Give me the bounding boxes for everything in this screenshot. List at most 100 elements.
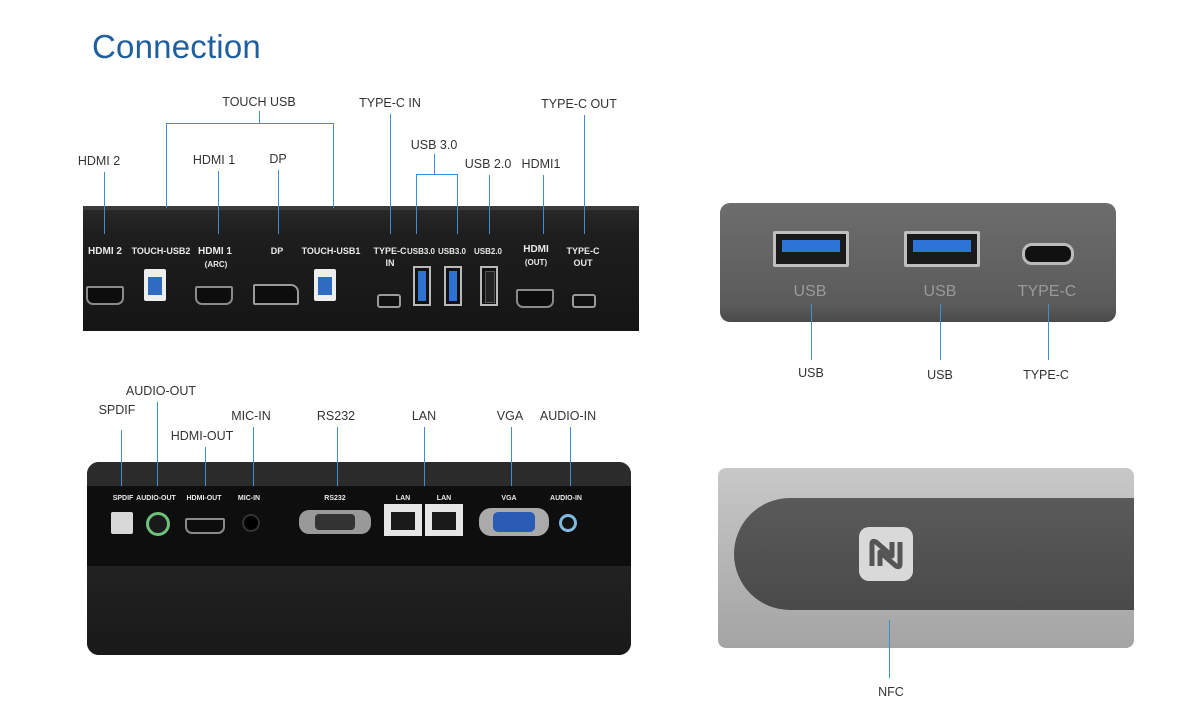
dp-port	[253, 284, 299, 305]
callout-hdmi2: HDMI 2	[77, 154, 121, 168]
callout-rs232: RS232	[316, 409, 356, 423]
front-usb-port-1	[773, 231, 849, 267]
printed-usb20: USB2.0	[473, 247, 503, 256]
printed-type-c: TYPE-C	[1017, 283, 1077, 300]
nfc-pad	[734, 498, 1134, 610]
page-title: Connection	[92, 28, 261, 65]
callout-type-c-in: TYPE-C IN	[359, 96, 421, 110]
printed-type-c-in-2: IN	[385, 258, 395, 268]
callout-front-typec: TYPE-C	[1023, 368, 1069, 382]
leader-mic-in	[253, 427, 254, 486]
printed-type-c-in-1: TYPE-C	[373, 246, 407, 256]
printed-usb-1: USB	[793, 283, 827, 300]
leader-nfc	[889, 620, 890, 678]
printed-lan1: LAN	[395, 495, 411, 502]
hdmi1-port	[195, 286, 233, 305]
callout-mic-in: MIC-IN	[231, 409, 271, 423]
callout-usb20: USB 2.0	[464, 157, 512, 171]
callout-vga: VGA	[496, 409, 524, 423]
printed-lan2: LAN	[436, 495, 452, 502]
leader-front-usb-2	[940, 304, 941, 360]
touch-usb2-port	[144, 269, 166, 301]
hdmi-out-port	[516, 289, 554, 308]
leader-usb20	[489, 175, 490, 234]
leader-usb30-right	[457, 174, 458, 234]
printed-spdif: SPDIF	[112, 495, 134, 502]
strip-top-bar	[87, 462, 631, 486]
callout-front-usb-2: USB	[927, 368, 953, 382]
printed-arc: (ARC)	[204, 260, 228, 269]
hdmi2-port	[86, 286, 124, 305]
leader-type-c-out	[584, 115, 585, 234]
leader-hdmi-out	[205, 447, 206, 486]
usb20-port	[480, 266, 498, 306]
type-c-out-port	[572, 294, 596, 308]
type-c-in-port	[377, 294, 401, 308]
printed-hdmi1: HDMI 1	[198, 246, 232, 257]
nfc-panel-photo	[718, 468, 1134, 648]
callout-type-c-out: TYPE-C OUT	[541, 97, 617, 111]
leader-touch-usb-bar	[166, 123, 333, 124]
leader-dp	[278, 170, 279, 234]
callout-lan: LAN	[411, 409, 437, 423]
leader-vga	[511, 427, 512, 486]
printed-type-c-out-1: TYPE-C	[566, 246, 600, 256]
printed-touch-usb1: TOUCH-USB1	[301, 246, 361, 256]
callout-front-usb-1: USB	[798, 366, 824, 380]
leader-touch-usb-right	[333, 123, 334, 208]
callout-hdmi1: HDMI 1	[192, 153, 236, 167]
leader-front-typec	[1048, 304, 1049, 360]
printed-usb30-a: USB3.0	[406, 247, 436, 256]
leader-touch-usb-stem	[259, 111, 260, 123]
callout-audio-in: AUDIO-IN	[539, 409, 597, 423]
hdmi-out-port-2	[185, 518, 225, 534]
front-typec-port	[1022, 243, 1074, 265]
callout-audio-out: AUDIO-OUT	[125, 384, 197, 398]
printed-usb-2: USB	[923, 283, 957, 300]
callout-spdif: SPDIF	[98, 403, 136, 417]
leader-type-c-in	[390, 114, 391, 234]
strip-edge	[83, 206, 639, 210]
leader-hdmi1	[218, 171, 219, 234]
spdif-port	[111, 512, 133, 534]
leader-usb30-bar	[416, 174, 458, 175]
leader-touch-usb-left	[166, 123, 167, 208]
audio-in-jack	[559, 514, 577, 532]
callout-dp: DP	[269, 152, 287, 166]
callout-usb30: USB 3.0	[410, 138, 458, 152]
callout-hdmi1-out: HDMI1	[521, 157, 561, 171]
printed-rs232: RS232	[324, 495, 346, 502]
printed-hdmi2: HDMI 2	[88, 246, 122, 257]
printed-hdmi-out: HDMI-OUT	[186, 495, 222, 502]
printed-dp: DP	[270, 246, 284, 256]
strip-lower	[87, 566, 631, 655]
printed-hdmi-out-2: (OUT)	[524, 258, 548, 267]
top-port-strip-photo: HDMI 2 TOUCH-USB2 HDMI 1 (ARC) DP TOUCH-…	[83, 206, 639, 331]
lan-port-1-inner	[391, 512, 415, 530]
rs232-inner	[315, 514, 355, 530]
leader-usb30-stem	[434, 154, 435, 174]
usb30-port-b	[444, 266, 462, 306]
callout-hdmi-out: HDMI-OUT	[170, 429, 234, 443]
leader-hdmi1-out	[543, 175, 544, 234]
printed-hdmi-out-1: HDMI	[523, 244, 549, 255]
printed-usb30-b: USB3.0	[437, 247, 467, 256]
leader-audio-in	[570, 427, 571, 486]
mic-in-jack	[242, 514, 260, 532]
printed-touch-usb2: TOUCH-USB2	[131, 246, 191, 256]
leader-front-usb-1	[811, 304, 812, 360]
printed-audio-in: AUDIO-IN	[550, 495, 582, 502]
leader-hdmi2	[104, 172, 105, 234]
front-usb-panel-photo: USB USB TYPE-C	[720, 203, 1116, 322]
bottom-port-strip-photo: SPDIF AUDIO-OUT HDMI-OUT MIC-IN RS232 LA…	[87, 462, 631, 655]
callout-nfc: NFC	[878, 685, 904, 699]
leader-spdif	[121, 430, 122, 486]
callout-touch-usb: TOUCH USB	[222, 95, 296, 109]
leader-usb30-left	[416, 174, 417, 234]
vga-inner	[493, 512, 535, 532]
nfc-icon	[858, 526, 914, 582]
audio-out-jack	[146, 512, 170, 536]
touch-usb1-port	[314, 269, 336, 301]
printed-audio-out: AUDIO-OUT	[136, 495, 176, 502]
leader-lan	[424, 427, 425, 486]
